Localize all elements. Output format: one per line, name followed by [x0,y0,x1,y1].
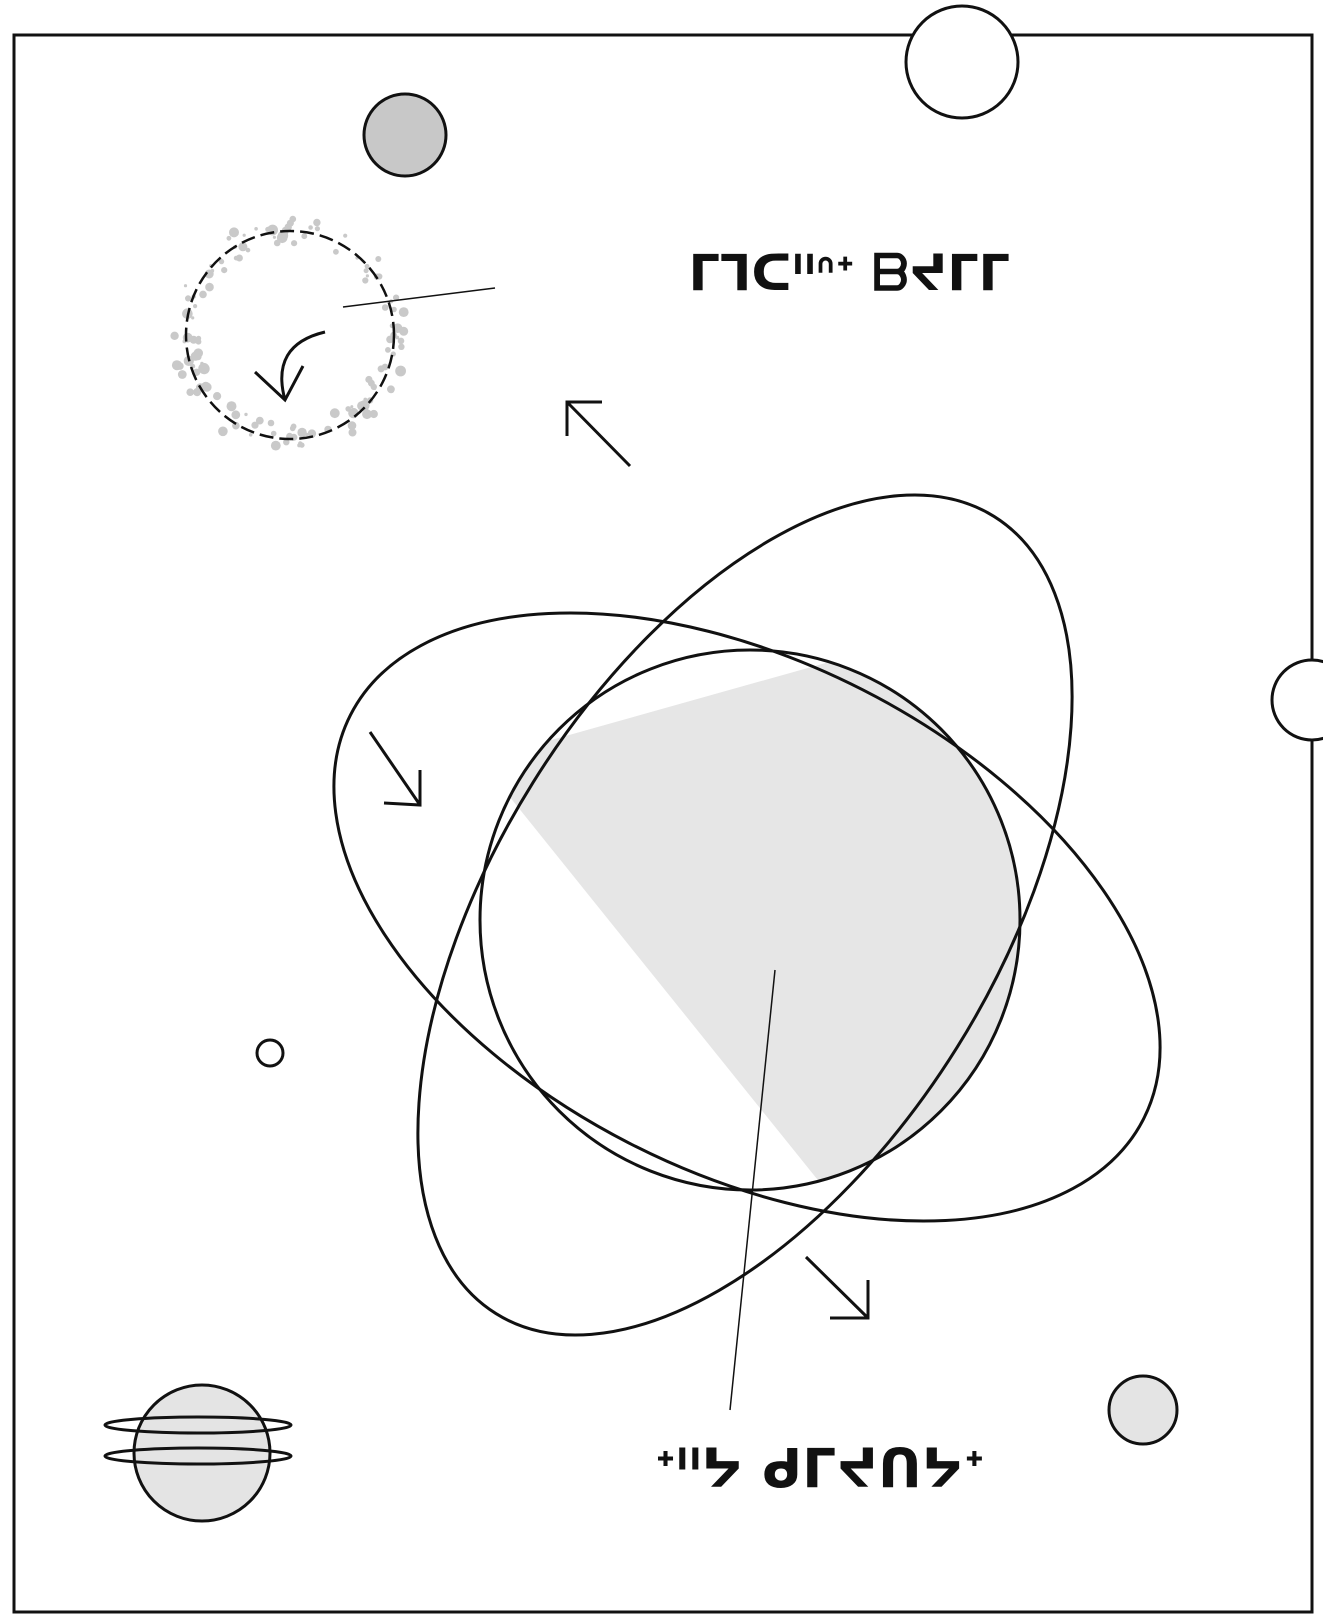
dust-dot [399,307,409,317]
dust-dot [313,219,320,226]
dust-dot [349,429,357,437]
dust-dot [301,233,307,239]
dust-dot [305,433,308,436]
dust-dot [218,427,228,437]
dust-dot [382,304,389,311]
dust-dot [199,363,210,374]
dust-dot [398,344,404,350]
ringed-planet-icon [105,1385,291,1521]
dust-dot [378,365,385,372]
lower-label: ᐩᐦᔭ ᑯᒥᔪᑎᔭᐩ [655,1437,985,1500]
edge-circle-right [1272,660,1323,740]
dust-dot [185,295,191,301]
dust-dot [362,409,372,419]
edge-circle-top [906,6,1018,118]
dust-dot [249,433,253,437]
dust-dot [274,240,281,247]
dust-dot [271,441,281,451]
dust-dot [170,332,178,340]
dust-dot [251,422,258,429]
curved-arrow-icon [282,332,325,400]
dust-dot [231,410,240,419]
dust-ring [170,216,408,451]
dust-dot [343,234,347,238]
dust-dot [191,352,200,361]
dust-dot [186,388,194,396]
dust-dot [395,366,406,377]
dust-dot [271,431,277,437]
dust-dot [399,327,408,336]
dust-dot [375,256,381,262]
upper-leader-line [343,288,495,307]
dust-dot [330,408,340,418]
dust-dot [345,406,351,412]
planet [480,600,1050,1220]
dark-moon-icon [364,94,446,176]
dust-dot [243,234,246,237]
dust-dot [365,264,370,269]
dust-dot [366,274,369,277]
dust-dot [254,227,258,231]
light-moon-icon [1109,1376,1177,1444]
dust-dot [229,227,239,237]
dust-dot [211,269,215,273]
dust-dot [389,388,394,393]
dust-dot [205,283,214,292]
arrow-down-right-left-icon [370,732,420,805]
dust-dot [385,347,391,353]
dust-dot [227,236,232,241]
dust-dot [199,291,207,299]
dust-dot [373,386,377,390]
dust-dot [193,304,197,308]
dust-dot [299,442,304,447]
tiny-circle-icon [257,1040,283,1066]
dust-dot [363,398,367,402]
dust-dot [178,370,187,379]
dust-dot [362,277,368,283]
dust-dot [333,249,339,255]
dust-dot [244,413,247,416]
arrow-up-left-icon [567,402,630,466]
dust-dot [350,405,353,408]
dust-dot [395,336,399,340]
dust-dot [234,256,239,261]
dust-dot [308,225,313,230]
curved-arrow-head [255,366,303,400]
dust-dot [290,426,296,432]
dust-dot [268,420,275,427]
dust-dot [221,267,227,273]
dust-dot [213,392,221,400]
upper-label: ᒥᒣᑕᐦᐢᐩ ᗷᔪᒥᒥ [689,244,1010,302]
dust-dot [297,428,306,437]
dust-dot [291,240,297,246]
arrow-down-right-bottom-icon [806,1257,868,1318]
dust-dot [290,216,297,223]
dust-dot [177,361,181,365]
dust-dot [315,226,320,231]
dust-dot [184,284,187,287]
dust-dot [227,401,237,411]
dust-dot [273,236,276,239]
dust-dot [364,268,369,273]
